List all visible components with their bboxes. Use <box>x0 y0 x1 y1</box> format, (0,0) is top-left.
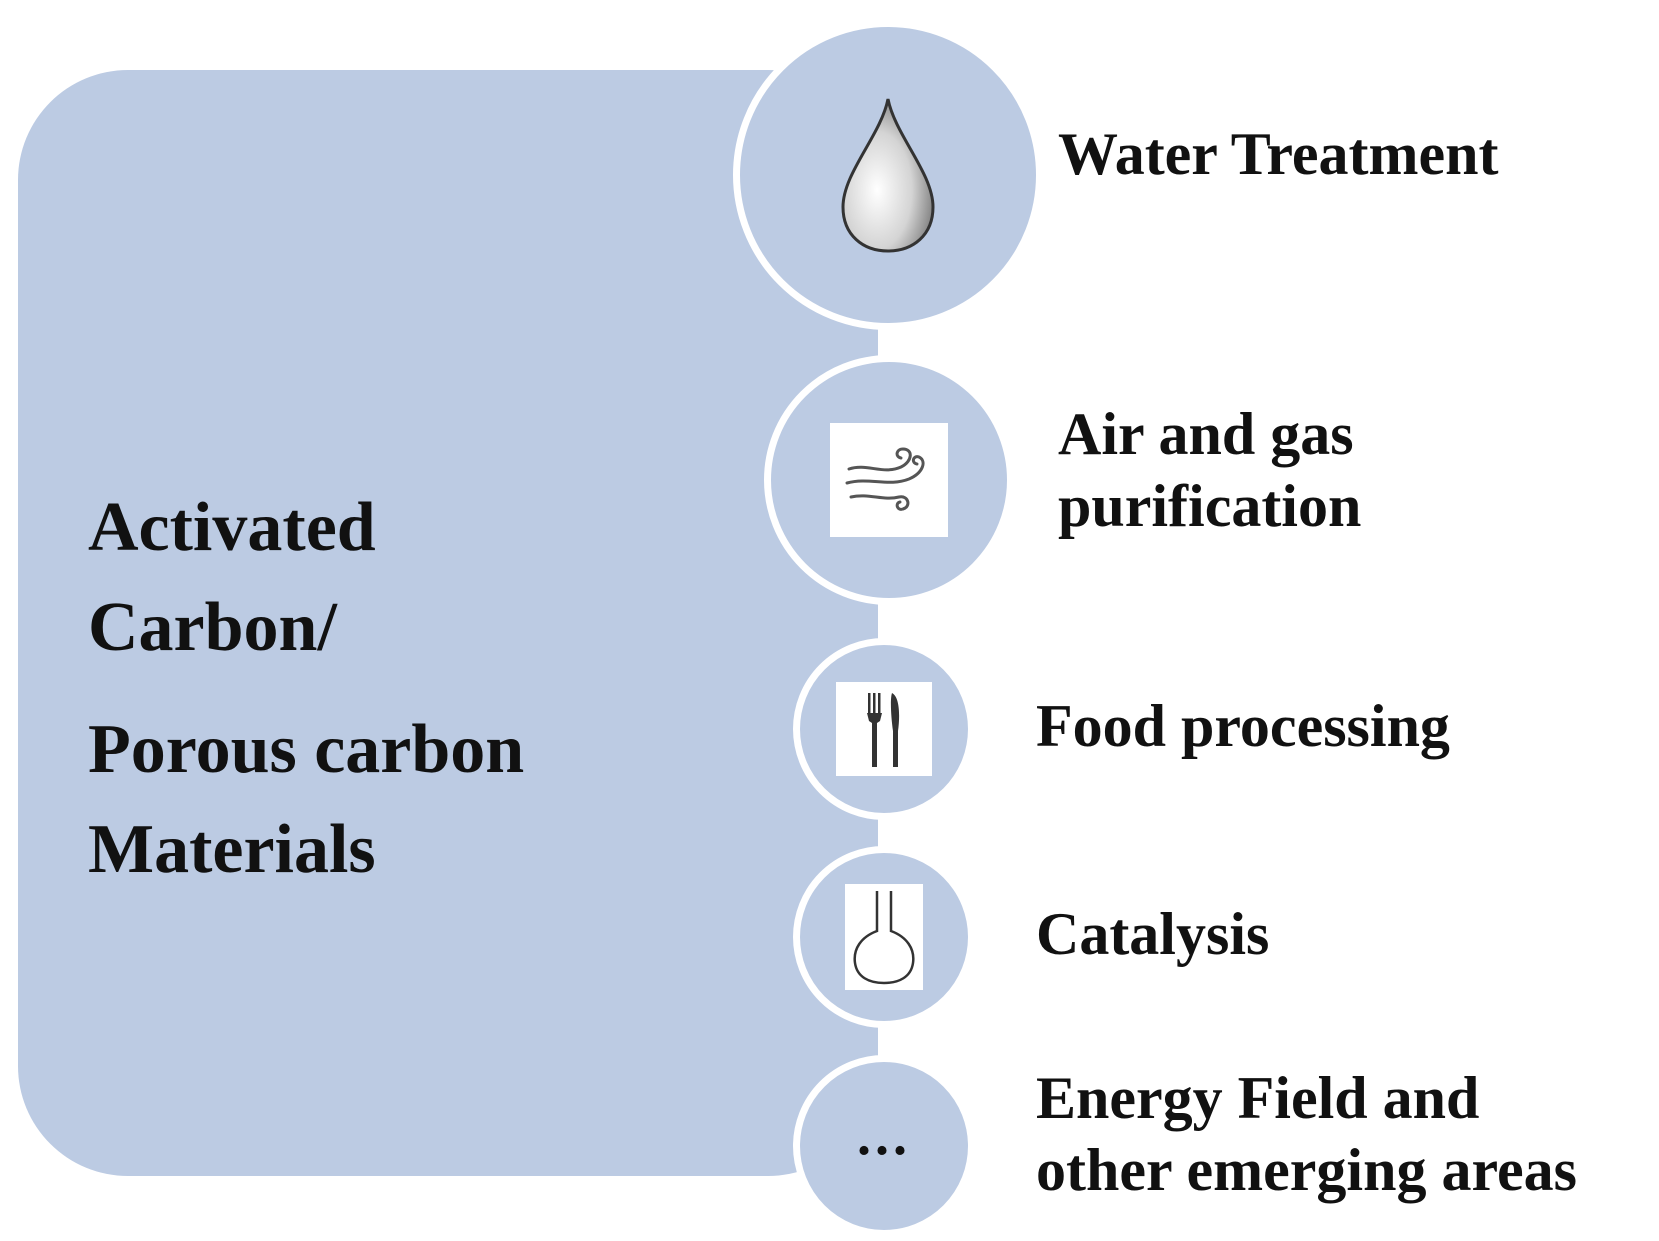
main-title-line: Activated <box>88 489 376 566</box>
fork-knife-icon <box>836 682 932 776</box>
other-areas-circle: ... <box>793 1055 975 1237</box>
water-drop-icon <box>841 98 935 253</box>
main-title-line: Carbon/ <box>88 589 337 666</box>
air-gas-label: Air and gas purification <box>1058 401 1362 539</box>
food-processing-circle <box>793 638 975 820</box>
main-title-line: Materials <box>88 811 376 888</box>
ellipsis-icon: ... <box>857 1105 911 1167</box>
air-gas-circle <box>764 355 1014 605</box>
main-title: Activated Carbon/ Porous carbon Material… <box>88 478 524 900</box>
flask-icon <box>845 884 923 990</box>
water-treatment-label: Water Treatment <box>1058 121 1499 187</box>
wind-icon <box>830 423 948 537</box>
main-title-line: Porous carbon <box>88 711 525 788</box>
catalysis-label: Catalysis <box>1036 901 1270 967</box>
water-treatment-circle <box>733 20 1043 330</box>
main-panel <box>18 70 878 1176</box>
catalysis-circle <box>793 846 975 1028</box>
energy-other-label: Energy Field and other emerging areas <box>1036 1065 1577 1203</box>
food-processing-label: Food processing <box>1036 693 1450 759</box>
